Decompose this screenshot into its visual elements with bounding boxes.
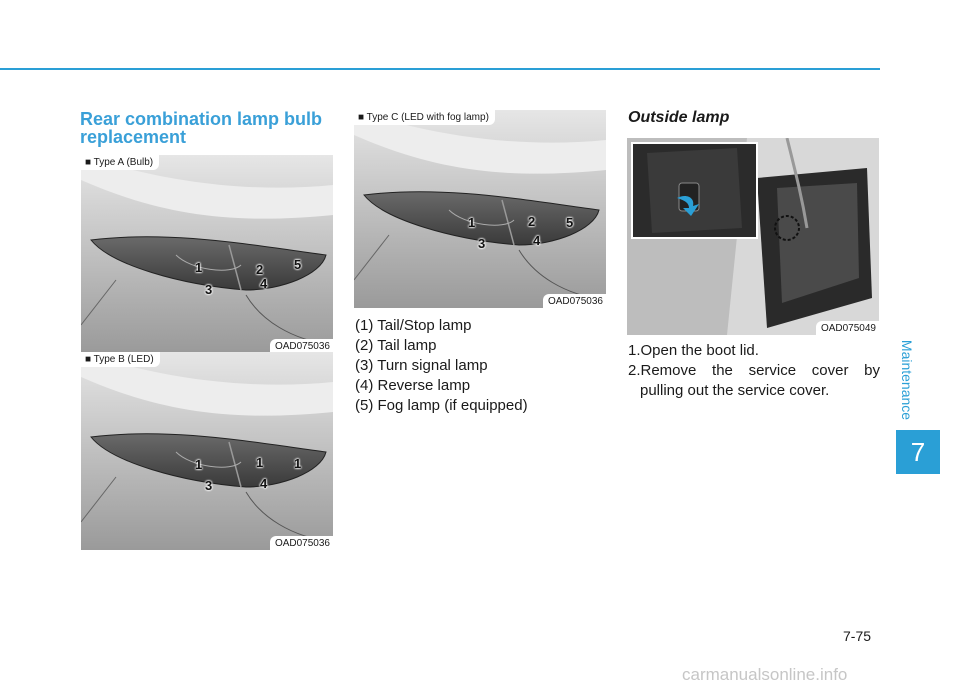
figure-label: ■ Type A (Bulb): [81, 155, 160, 170]
list-item: (3) Turn signal lamp: [355, 357, 488, 374]
callout-number: 5: [294, 257, 302, 272]
list-item: (1) Tail/Stop lamp: [355, 317, 472, 334]
callout-number: 4: [260, 276, 268, 291]
section-title: Rear combination lamp bulb replacement: [80, 109, 323, 147]
header-rule: [0, 68, 880, 70]
page-number: 7-75: [843, 628, 872, 644]
figure-code: OAD075036: [269, 536, 333, 550]
figure-type-a: ■ Type A (Bulb) OAD075036: [81, 155, 333, 353]
callout-number: 2: [256, 262, 264, 277]
callout-number: 4: [533, 233, 541, 248]
callout-number: 1: [294, 456, 302, 471]
list-item: (4) Reverse lamp: [355, 377, 471, 394]
figure-type-c: ■ Type C (LED with fog lamp) OAD075036: [354, 110, 606, 308]
figure-code: OAD075049: [815, 321, 879, 335]
taillamp-illustration: [354, 110, 606, 308]
taillamp-illustration: [81, 155, 333, 353]
lamp-list: (1) Tail/Stop lamp (2) Tail lamp (3) Tur…: [355, 316, 528, 416]
callout-number: 1: [468, 215, 476, 230]
figure-code: OAD075036: [542, 294, 606, 308]
watermark: carmanualsonline.info: [682, 665, 848, 684]
taillamp-illustration: [81, 352, 333, 550]
figure-label: ■ Type B (LED): [81, 352, 160, 367]
boot-illustration: [627, 138, 879, 335]
outside-steps: 1.Open the boot lid. 2.Remove the servic…: [628, 341, 880, 401]
figure-code: OAD075036: [269, 339, 333, 353]
step-item: 1.Open the boot lid.: [628, 342, 759, 359]
chapter-number-box: 7: [896, 430, 940, 474]
chapter-side-label: Maintenance: [899, 339, 915, 421]
outside-lamp-title: Outside lamp: [628, 109, 730, 126]
callout-number: 1: [256, 455, 264, 470]
figure-label: ■ Type C (LED with fog lamp): [354, 110, 495, 125]
list-item: (2) Tail lamp: [355, 337, 437, 354]
callout-number: 3: [478, 236, 486, 251]
callout-number: 2: [528, 214, 536, 229]
step-item: 2.Remove the service cover by pulling ou…: [628, 362, 880, 399]
list-item: (5) Fog lamp (if equipped): [355, 397, 528, 414]
callout-number: 1: [195, 260, 203, 275]
figure-type-b: ■ Type B (LED) OAD075036: [81, 352, 333, 550]
callout-number: 3: [205, 478, 213, 493]
callout-number: 4: [260, 476, 268, 491]
callout-number: 3: [205, 282, 213, 297]
callout-number: 1: [195, 457, 203, 472]
chapter-number: 7: [910, 436, 926, 467]
figure-boot-service-cover: OAD075049: [627, 138, 879, 335]
callout-number: 5: [566, 215, 574, 230]
